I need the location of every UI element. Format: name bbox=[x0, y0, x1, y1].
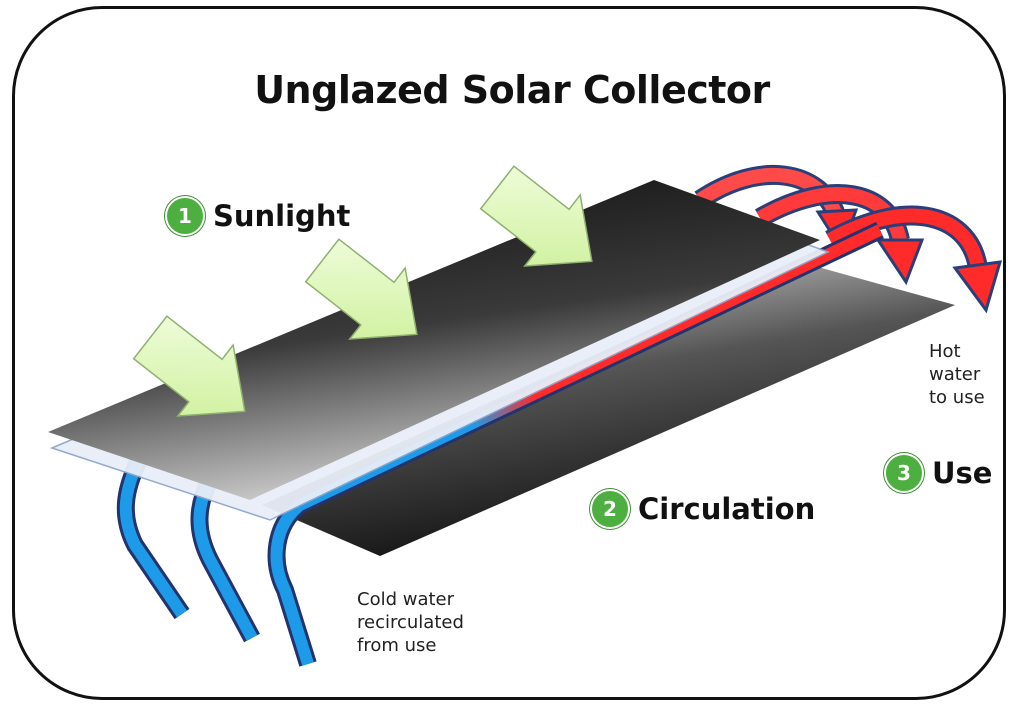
diagram-title: Unglazed Solar Collector bbox=[254, 68, 770, 112]
step-sunlight: 1 Sunlight bbox=[165, 196, 350, 236]
step-label: Use bbox=[932, 456, 993, 490]
step-circulation: 2 Circulation bbox=[590, 489, 815, 529]
sunlight-arrows bbox=[132, 165, 593, 417]
step-number-badge: 3 bbox=[884, 453, 924, 493]
hot-water-note: Hot water to use bbox=[929, 340, 985, 409]
step-number-badge: 2 bbox=[590, 489, 630, 529]
note-line: from use bbox=[357, 635, 437, 656]
note-line: recirculated bbox=[357, 612, 464, 633]
note-line: to use bbox=[929, 387, 985, 408]
note-line: Hot bbox=[929, 341, 961, 362]
collector-panel bbox=[48, 180, 820, 500]
hot-water-arrows bbox=[694, 164, 1003, 314]
cold-water-pipes bbox=[116, 458, 317, 667]
lower-plate bbox=[262, 262, 955, 556]
step-label: Circulation bbox=[638, 492, 816, 526]
note-line: Cold water bbox=[357, 589, 455, 610]
note-line: water bbox=[929, 364, 981, 385]
step-use: 3 Use bbox=[884, 453, 992, 493]
step-label: Sunlight bbox=[213, 199, 351, 233]
cold-water-note: Cold water recirculated from use bbox=[357, 588, 464, 657]
step-number-badge: 1 bbox=[165, 196, 205, 236]
